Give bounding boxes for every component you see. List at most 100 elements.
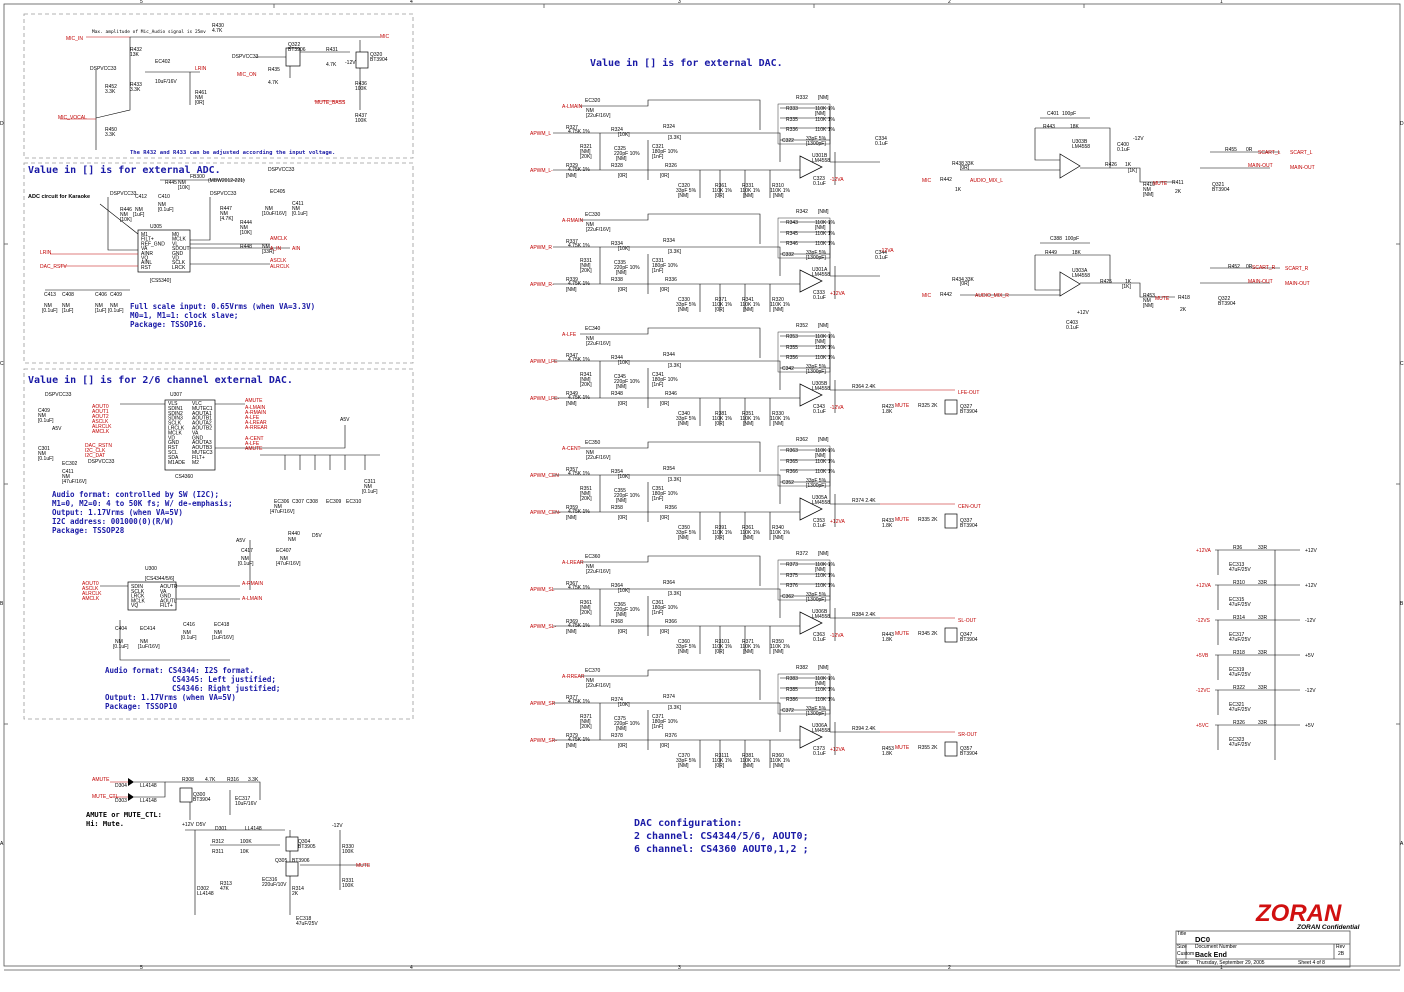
svg-text:R346: R346	[786, 241, 798, 247]
svg-text:220pF 10%: 220pF 10%	[614, 721, 640, 727]
svg-text:R345 2K: R345 2K	[918, 631, 938, 637]
svg-text:R334: R334	[663, 238, 675, 244]
svg-text:[22uF/16V]: [22uF/16V]	[586, 227, 611, 233]
rev-label: Rev	[1336, 944, 1345, 950]
svg-text:110K 1%: 110K 1%	[815, 459, 835, 465]
svg-text:R336: R336	[786, 127, 798, 133]
svg-text:110K 1%: 110K 1%	[815, 345, 835, 351]
chip-pin-label: AINL	[141, 260, 152, 266]
date-value: Thursday, September 29, 2005	[1196, 960, 1265, 966]
svg-text:[1K]: [1K]	[1122, 284, 1132, 290]
channel-filters: A-LMAINAPWM_LAPWM_L-EC320NM[22uF/16V]R32…	[530, 95, 981, 769]
svg-text:LM4558: LM4558	[1072, 273, 1090, 279]
channel-block: A-LFEAPWM_LFEAPWM_LFE-EC340NM[22uF/16V]R…	[530, 323, 979, 427]
svg-text:[22uF/16V]: [22uF/16V]	[586, 455, 611, 461]
svg-text:33R: 33R	[1258, 685, 1268, 691]
channel-input-p2: APWM_L-	[530, 168, 553, 174]
chip-pin-label: AOUTA1	[192, 411, 212, 417]
svg-text:+12VA: +12VA	[830, 519, 845, 525]
chip-pin-label: VL	[172, 241, 178, 247]
svg-text:BT3906: BT3906	[292, 858, 310, 864]
svg-text:[0R]: [0R]	[715, 649, 725, 655]
svg-text:A5V: A5V	[340, 417, 350, 423]
svg-text:[0R]: [0R]	[715, 763, 725, 769]
opamp-symbol	[799, 155, 823, 179]
svg-text:[1uF/16V]: [1uF/16V]	[212, 635, 234, 641]
svg-text:EC330: EC330	[585, 212, 601, 218]
amute-note-line: Hi: Mute.	[86, 820, 124, 828]
channel-output: LFE-OUT	[958, 390, 979, 396]
chip-pin-label: LRCLK	[168, 426, 185, 432]
svg-text:R347: R347	[566, 353, 578, 359]
svg-text:[20K]: [20K]	[580, 382, 592, 388]
svg-text:[1uF]: [1uF]	[95, 308, 107, 314]
svg-text:EC309: EC309	[326, 499, 342, 505]
svg-text:[20K]: [20K]	[580, 610, 592, 616]
svg-text:110K 1%: 110K 1%	[770, 530, 790, 536]
svg-text:[0R]: [0R]	[715, 421, 725, 427]
svg-text:110K 1%: 110K 1%	[712, 644, 732, 650]
chip-pin-label: AOUTB3	[192, 445, 212, 451]
svg-text:C408: C408	[62, 292, 74, 298]
svg-text:[NM]: [NM]	[743, 307, 754, 313]
svg-text:R330: R330	[342, 844, 354, 850]
svg-text:110K 1%: 110K 1%	[815, 697, 835, 703]
svg-text:[0R]: [0R]	[660, 401, 670, 407]
svg-text:Q300: Q300	[193, 792, 205, 798]
rail-out-label: +5V	[1305, 723, 1315, 729]
svg-text:110K 1%: 110K 1%	[815, 127, 835, 133]
doc-value: Back End	[1195, 952, 1227, 959]
svg-text:47uF/25V: 47uF/25V	[1229, 707, 1251, 713]
svg-text:R436: R436	[355, 81, 367, 87]
svg-text:C372: C372	[782, 708, 794, 714]
svg-text:110K 1%: 110K 1%	[815, 355, 835, 361]
svg-text:MIC: MIC	[380, 34, 390, 40]
svg-text:[1300pF]: [1300pF]	[806, 711, 826, 717]
svg-text:[NM]: [NM]	[616, 270, 627, 276]
svg-text:EC320: EC320	[585, 98, 601, 104]
svg-text:C388: C388	[1050, 236, 1062, 242]
border-letter: C	[0, 361, 4, 367]
svg-text:R341: R341	[742, 297, 754, 303]
svg-text:R322: R322	[1233, 685, 1245, 691]
chip-pin-label: SCLK	[131, 589, 145, 595]
svg-text:R366: R366	[786, 469, 798, 475]
chip-pin-label: SCLK	[168, 421, 182, 427]
cs434x-spec-line: CS4346: Right justified;	[172, 684, 280, 693]
svg-text:[NM]: [NM]	[566, 401, 577, 407]
svg-text:C401: C401	[1047, 111, 1059, 117]
svg-text:R440: R440	[288, 531, 300, 537]
svg-text:LRIN: LRIN	[40, 250, 52, 256]
channel-block: A-CENTAPWM_CENAPWM_CEN-EC350NM[22uF/16V]…	[530, 437, 981, 541]
svg-text:R314: R314	[292, 886, 304, 892]
svg-text:R339: R339	[566, 277, 578, 283]
svg-text:R340: R340	[772, 525, 784, 531]
svg-text:110K 1%: 110K 1%	[815, 573, 835, 579]
svg-text:NM: NM	[178, 180, 186, 186]
svg-text:NM: NM	[183, 630, 191, 636]
svg-text:R453: R453	[882, 746, 894, 752]
svg-text:R433: R433	[882, 518, 894, 524]
svg-text:33R: 33R	[1258, 650, 1268, 656]
channel-output: SR-OUT	[958, 732, 977, 738]
svg-text:220pF 10%: 220pF 10%	[614, 151, 640, 157]
svg-text:33pF 5%: 33pF 5%	[676, 530, 697, 536]
svg-text:[NM]: [NM]	[818, 665, 829, 671]
svg-text:EC313: EC313	[1229, 562, 1245, 568]
svg-text:A-LFE: A-LFE	[245, 441, 260, 447]
dac2-chip-ref: U300	[145, 566, 157, 572]
adc-karaoke-label: ADC circuit for Karaoke	[28, 194, 90, 200]
svg-text:LL4148: LL4148	[140, 783, 157, 789]
svg-text:U303A: U303A	[1072, 268, 1088, 274]
svg-text:[NM]: [NM]	[580, 377, 591, 383]
border-letter: A	[1400, 841, 1404, 847]
chip-pin-label: SDIN1	[168, 406, 183, 412]
channel-output: SL-OUT	[958, 618, 976, 624]
svg-text:-12VA: -12VA	[830, 405, 844, 411]
svg-text:10uF/16V: 10uF/16V	[155, 79, 177, 85]
svg-text:1.8K: 1.8K	[882, 409, 893, 415]
svg-text:C320: C320	[678, 183, 690, 189]
svg-text:AOUT0: AOUT0	[82, 581, 99, 587]
svg-text:ALRCLK: ALRCLK	[270, 264, 290, 270]
chip-pin-label: M1	[141, 232, 148, 238]
